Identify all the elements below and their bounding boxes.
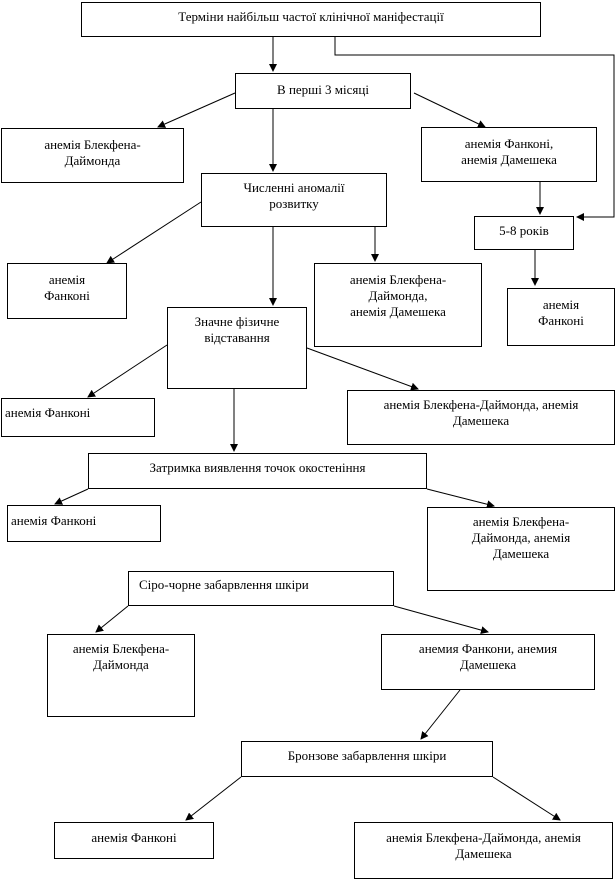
diagram-title: Терміни найбільш частої клінічної маніфе… [81,2,541,37]
edge-grey-skin-to-blackfan [95,605,129,633]
node-age-5-8: 5-8 років [474,216,574,250]
edge-growth-lag-to-blackfan-damesheka [306,347,419,391]
node-blackfan-damesheka-2: анемія Блекфена-Даймонда, анемія Дамешек… [347,390,615,445]
node-growth-lag: Значне фізичне відставання [167,307,307,389]
edge-bronze-to-blackfan-damesheka [492,776,561,821]
node-bronze-skin: Бронзове забарвлення шкіри [241,741,493,777]
node-fanconi-5: анемія Фанконі [54,822,214,859]
edge-title-to-5-8-years [334,37,615,221]
node-fanconi-damesheka-1: анемія Фанконі, анемія Дамешека [421,127,597,182]
node-fanconi-4: анемія Фанконі [7,505,161,542]
node-fanconi-damesheka-2: анемия Фанкони, анемия Дамешека [381,634,595,690]
edge-ossification-to-fanconi [54,488,89,505]
node-blackfan-damesheka-3: анемія Блекфена- Даймонда, анемія Дамеше… [427,507,615,591]
node-anomalies: Численні аномалії розвитку [201,173,387,227]
edge-fanconi-damesheka-to-bronze [420,689,461,740]
node-first-months: В перші 3 місяці [235,73,411,109]
node-blackfan-damesheka-4: анемія Блекфена-Даймонда, анемія Дамешек… [354,822,613,879]
edge-ossification-to-blackfan-damesheka [426,488,495,509]
edge-first-months-to-blackfan [157,92,236,128]
edge-bronze-to-fanconi [185,776,242,821]
edge-anomalies-to-fanconi [106,201,202,264]
node-blackfan-diamond-2: анемія Блекфена- Даймонда [47,634,195,717]
node-fanconi-2: анемія Фанконі [507,288,615,346]
node-blackfan-diamond-1: анемія Блекфена- Даймонда [1,128,184,183]
edge-first-months-to-fanconi-damesheka [413,92,486,128]
node-grey-skin: Сіро-чорне забарвлення шкіри [128,571,394,606]
node-fanconi-3: анемія Фанконі [1,398,155,437]
node-ossification: Затримка виявлення точок окостеніння [88,453,427,489]
edge-grey-skin-to-fanconi-damesheka [393,605,489,634]
node-blackfan-damesheka-1: анемія Блекфена- Даймонда, анемія Дамеше… [314,263,482,347]
edge-growth-lag-to-fanconi [87,344,168,398]
node-fanconi-1: анемія Фанконі [7,263,127,319]
